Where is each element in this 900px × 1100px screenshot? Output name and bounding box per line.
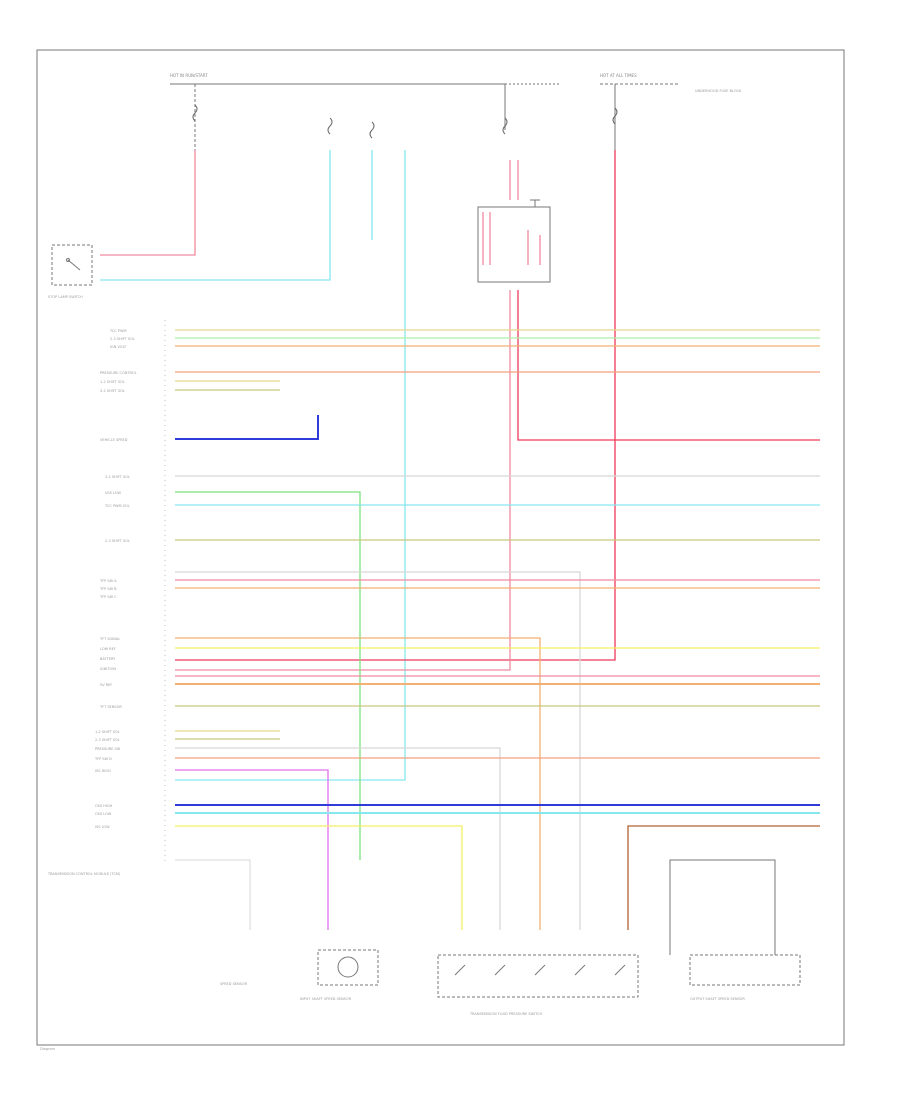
svg-text:TFT SENSOR: TFT SENSOR: [99, 705, 122, 709]
svg-text:HOT IN RUN/START: HOT IN RUN/START: [170, 73, 208, 78]
signal-wires: [175, 329, 820, 930]
svg-text:TFP SW B: TFP SW B: [99, 587, 117, 591]
stop-lamp-switch: [51, 244, 93, 286]
vertical-wires: [100, 150, 820, 781]
svg-text:VSS LOW: VSS LOW: [105, 491, 122, 495]
svg-text:3-2 SHIFT SOL: 3-2 SHIFT SOL: [105, 475, 130, 479]
svg-text:BATTERY: BATTERY: [100, 657, 116, 661]
svg-text:2-3 SHIFT SOL: 2-3 SHIFT SOL: [105, 539, 130, 543]
svg-text:LOW REF: LOW REF: [100, 647, 116, 651]
svg-text:OSS LOW: OSS LOW: [95, 812, 112, 816]
svg-text:ISS HIGH: ISS HIGH: [95, 769, 111, 773]
diagram-code: Diagram: [40, 1047, 56, 1051]
input-speed-sensor-label: INPUT SHAFT SPEED SENSOR: [300, 997, 352, 1001]
tcm-pin-labels: TCC PWM 2-3 SHIFT SOL IGN VOLT PRESSURE …: [94, 329, 137, 829]
svg-text:2-3 SHIFT SOL: 2-3 SHIFT SOL: [110, 337, 135, 341]
svg-text:UNDERHOOD FUSE BLOCK: UNDERHOOD FUSE BLOCK: [695, 89, 742, 93]
svg-text:STOP LAMP SWITCH: STOP LAMP SWITCH: [48, 295, 83, 299]
svg-text:5V REF: 5V REF: [100, 683, 112, 687]
svg-text:TFP SW D: TFP SW D: [94, 757, 112, 761]
svg-text:IGNITION: IGNITION: [100, 667, 116, 671]
svg-text:3-2 SHIFT SOL: 3-2 SHIFT SOL: [100, 389, 125, 393]
fuse-symbols: [192, 104, 618, 139]
svg-text:1-2 SHIFT SOL: 1-2 SHIFT SOL: [100, 380, 125, 384]
svg-text:TFT SIGNAL: TFT SIGNAL: [99, 637, 120, 641]
svg-text:TFP SW A: TFP SW A: [99, 579, 117, 583]
svg-text:PRESSURE CONTROL: PRESSURE CONTROL: [100, 371, 137, 375]
svg-text:TCC PWM: TCC PWM: [109, 329, 127, 333]
svg-text:IGN VOLT: IGN VOLT: [110, 345, 127, 349]
svg-text:TCC PWM SOL: TCC PWM SOL: [104, 504, 130, 508]
svg-text:1-2 SHIFT SOL: 1-2 SHIFT SOL: [95, 730, 120, 734]
svg-text:ISS LOW: ISS LOW: [95, 825, 110, 829]
speed-sensor-label: SPEED SENSOR: [220, 982, 248, 986]
svg-text:PRESSURE SW: PRESSURE SW: [95, 747, 121, 751]
svg-text:2-3 SHIFT SOL: 2-3 SHIFT SOL: [95, 738, 120, 742]
svg-text:OSS HIGH: OSS HIGH: [95, 804, 113, 808]
diagram-border: [36, 49, 845, 1046]
output-speed-sensor-label: OUTPUT SHAFT SPEED SENSOR: [690, 997, 745, 1001]
relay-box: [477, 199, 551, 283]
svg-text:TFP SW C: TFP SW C: [99, 595, 117, 599]
svg-text:VEHICLE SPEED: VEHICLE SPEED: [100, 438, 128, 442]
pressure-switch-label: TRANSMISSION FLUID PRESSURE SWITCH: [469, 1012, 542, 1016]
svg-text:HOT AT ALL TIMES: HOT AT ALL TIMES: [600, 73, 637, 78]
bottom-components: [317, 859, 801, 998]
power-bus: [170, 83, 680, 150]
tcm-label: TRANSMISSION CONTROL MODULE (TCM): [47, 872, 121, 876]
